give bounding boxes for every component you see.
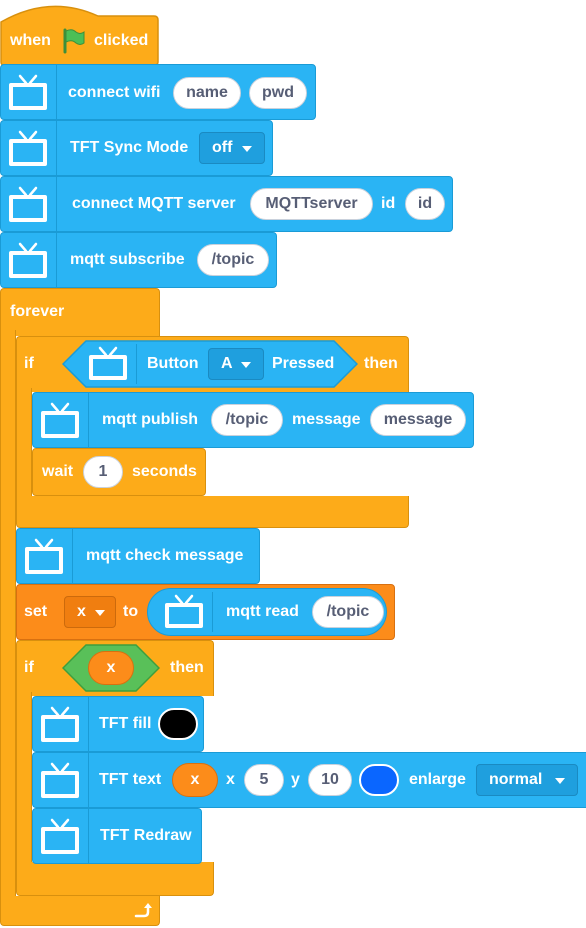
block-icon-area (33, 809, 89, 863)
wait-seconds-input[interactable]: 1 (83, 456, 123, 488)
mqtt-read-label: mqtt read (226, 603, 299, 620)
forever-label: forever (10, 303, 65, 320)
forever-bottom (0, 896, 160, 926)
x-input[interactable]: 5 (244, 764, 284, 796)
to-label: to (123, 603, 139, 620)
if-label: if (24, 355, 34, 372)
button-label: Button (147, 355, 199, 372)
tft-sync-mode-label: TFT Sync Mode (70, 139, 189, 156)
message-input[interactable]: message (370, 404, 466, 436)
seconds-label: seconds (132, 463, 197, 480)
tv-icon (41, 706, 79, 742)
if-arm (16, 388, 32, 500)
tv-icon (9, 74, 47, 110)
id-label: id (381, 195, 396, 212)
publish-topic-input[interactable]: /topic (211, 404, 283, 436)
block-icon-area (1, 177, 57, 231)
dropdown-caret-icon (95, 610, 105, 616)
mqtt-publish-label: mqtt publish (102, 411, 198, 428)
mqtt-check-message-label: mqtt check message (86, 547, 244, 564)
enlarge-dropdown[interactable]: normal (476, 764, 578, 796)
block-icon-area (1, 121, 57, 175)
if-label: if (24, 659, 34, 676)
tv-icon (165, 594, 203, 628)
block-icon-area (33, 393, 89, 447)
mqtt-subscribe-label: mqtt subscribe (70, 251, 185, 268)
wifi-password-input[interactable]: pwd (249, 77, 307, 109)
variable-dropdown[interactable]: x (64, 596, 116, 628)
enlarge-label: enlarge (409, 771, 466, 788)
wait-label: wait (42, 463, 74, 480)
tft-fill-label: TFT fill (99, 715, 152, 732)
divider (136, 344, 137, 384)
if-x-bottom (16, 862, 214, 896)
if-bottom (16, 496, 409, 528)
block-icon-area (1, 233, 57, 287)
dropdown-caret-icon (241, 362, 251, 368)
connect-wifi-label: connect wifi (68, 84, 161, 101)
tv-icon (41, 818, 79, 854)
then-label: then (364, 355, 398, 372)
tv-icon (41, 402, 79, 438)
message-label: message (292, 411, 361, 428)
if-x-arm (16, 692, 32, 866)
dropdown-caret-icon (555, 778, 565, 784)
x-label: x (226, 771, 235, 788)
fill-color-picker[interactable] (158, 708, 198, 740)
read-topic-input[interactable]: /topic (312, 596, 384, 628)
button-dropdown[interactable]: A (208, 348, 264, 380)
connect-mqtt-label: connect MQTT server (72, 195, 236, 212)
tv-icon (9, 186, 47, 222)
block-icon-area (1, 65, 57, 119)
mqtt-id-input[interactable]: id (405, 188, 445, 220)
forever-arm (0, 330, 16, 898)
variable-x-reporter[interactable]: x (88, 651, 134, 685)
block-icon-area (33, 697, 89, 751)
y-input[interactable]: 10 (308, 764, 352, 796)
text-color-picker[interactable] (359, 764, 399, 796)
clicked-label: clicked (94, 32, 149, 49)
tv-icon (9, 130, 47, 166)
tft-text-label: TFT text (99, 771, 162, 788)
wifi-name-input[interactable]: name (173, 77, 241, 109)
y-label: y (291, 771, 300, 788)
dropdown-caret-icon (242, 146, 252, 152)
block-icon-area (17, 529, 73, 583)
subscribe-topic-input[interactable]: /topic (197, 244, 269, 276)
forever-block[interactable] (0, 288, 160, 336)
flag-icon (63, 28, 85, 54)
pressed-label: Pressed (272, 355, 335, 372)
block-icon-area (33, 753, 89, 807)
tv-icon (25, 538, 63, 574)
then-label: then (170, 659, 204, 676)
mqtt-server-input[interactable]: MQTTserver (250, 188, 373, 220)
when-label: when (10, 32, 51, 49)
tv-icon (41, 762, 79, 798)
tv-icon (9, 242, 47, 278)
connect-mqtt-block[interactable] (0, 176, 453, 232)
set-label: set (24, 603, 48, 620)
divider (212, 592, 213, 632)
tft-redraw-label: TFT Redraw (100, 827, 192, 844)
text-variable-reporter[interactable]: x (172, 763, 218, 797)
sync-mode-dropdown[interactable]: off (199, 132, 265, 164)
tv-icon (89, 346, 127, 380)
loop-arrow-icon (134, 903, 152, 918)
